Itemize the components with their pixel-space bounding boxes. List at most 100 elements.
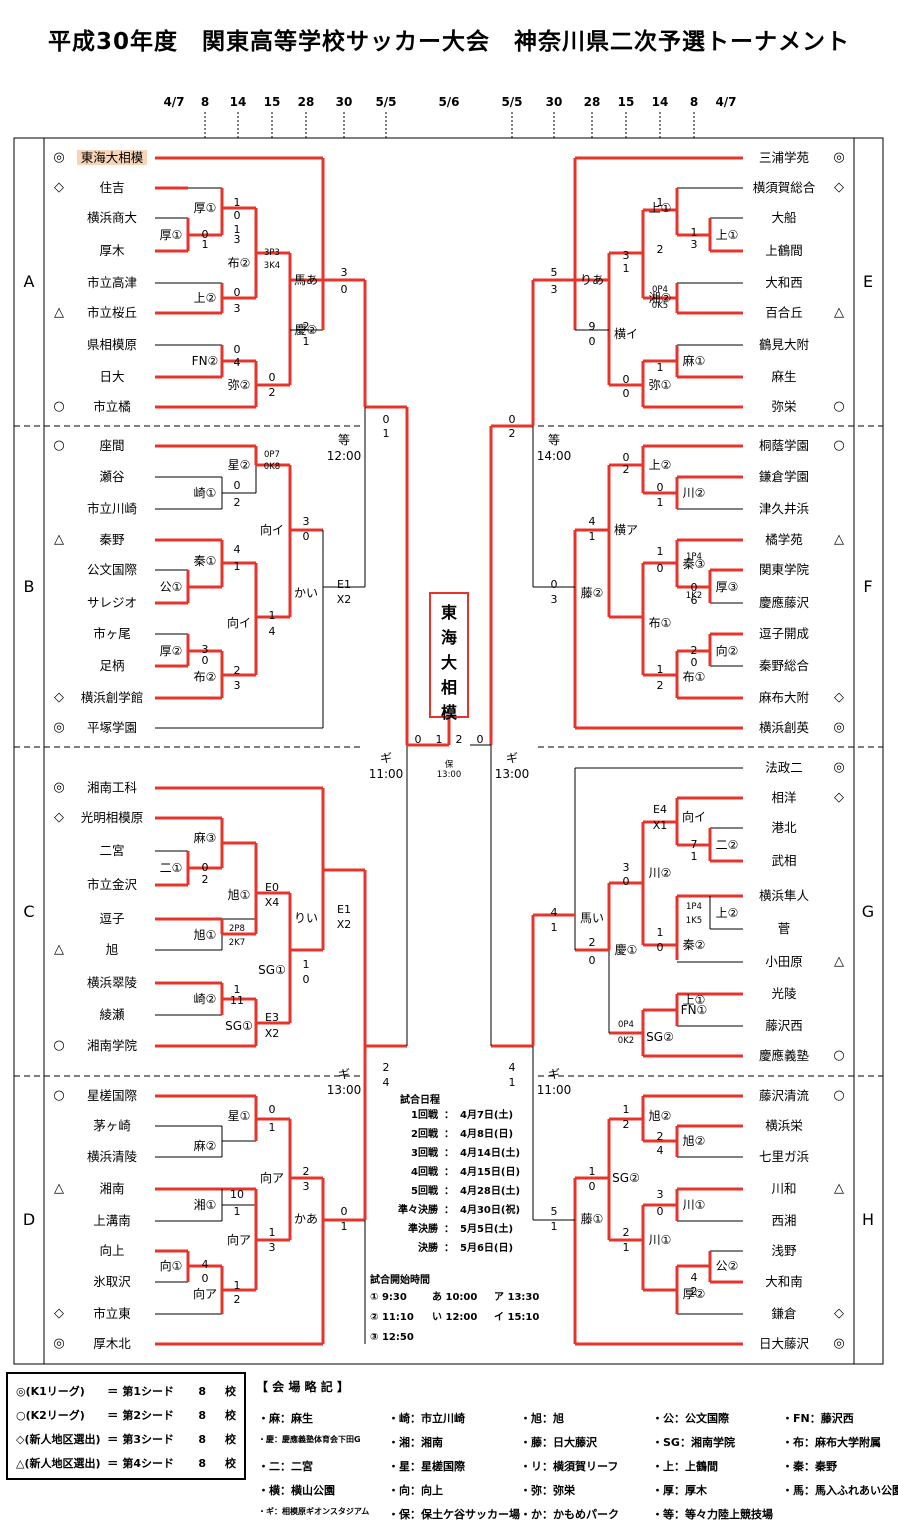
team-name: 藤沢清流 xyxy=(758,1088,809,1103)
team-name: 市ヶ尾 xyxy=(93,626,131,641)
date-1: 4/7 xyxy=(163,95,185,109)
team-name: 逗子 xyxy=(99,911,125,926)
kickoff-time: イ 15:10 xyxy=(494,1312,540,1323)
match-score: E1 xyxy=(337,578,351,591)
team-name: 厚木北 xyxy=(93,1336,131,1351)
match-score: 0 xyxy=(233,343,241,356)
legend-n: 8 xyxy=(198,1457,207,1470)
venue-code: 弥② xyxy=(227,378,251,392)
match-score: 1 xyxy=(690,226,698,239)
venue-code: SG② xyxy=(612,1171,640,1185)
venue-code: ギ 11:00 xyxy=(536,1067,572,1097)
match-score: 0P4 xyxy=(618,1020,634,1030)
seed-mark: △ xyxy=(54,305,64,320)
venue-entry: ・か：かもめパーク xyxy=(520,1508,619,1521)
venue-code: 向ア xyxy=(226,1233,251,1247)
venue-code: 旭① xyxy=(193,928,217,942)
venue-code: 秦③ xyxy=(682,557,706,571)
venue-entry: ・慶：慶應義塾体育会下田G xyxy=(258,1435,361,1444)
legend-e: ＝ xyxy=(107,1433,119,1446)
schedule-row: 準決勝：5月5日(土) xyxy=(394,1220,554,1239)
match-score: 1K2 xyxy=(685,591,703,601)
round-date: 4月28日(土) xyxy=(460,1186,521,1197)
team-name: 県相模原 xyxy=(86,337,137,352)
team-name: 慶應藤沢 xyxy=(758,595,809,610)
team-name: 相洋 xyxy=(771,790,797,805)
team-name: 橘学苑 xyxy=(765,532,803,547)
block-F: F xyxy=(863,577,873,596)
date-9: 5/5 xyxy=(501,95,523,109)
legend-v: 第3シード xyxy=(122,1433,175,1446)
block-D: D xyxy=(22,1210,36,1229)
venue-code: 向イ xyxy=(681,810,706,824)
kickoff-time: ③ 12:50 xyxy=(370,1332,414,1343)
venue-code: 麻③ xyxy=(193,831,217,845)
match-score: 1P4 xyxy=(686,902,702,912)
venue-code: 弥① xyxy=(648,378,672,392)
match-score: 1 xyxy=(233,983,241,996)
team-name: 菅 xyxy=(777,921,791,936)
round-date: 4月7日(土) xyxy=(460,1110,514,1121)
team-name: 秦野総合 xyxy=(758,658,809,673)
team-name: 大船 xyxy=(771,210,797,225)
match-score: 0 xyxy=(588,954,596,967)
kickoff-time xyxy=(432,1328,494,1348)
legend-k: ○(K2リーグ) xyxy=(16,1409,85,1422)
venue-code: 厚① xyxy=(193,201,217,215)
match-score: 2 xyxy=(233,664,241,677)
match-score: 0 xyxy=(233,286,241,299)
team-name: 横浜翠陵 xyxy=(86,975,137,990)
match-score: 1 xyxy=(340,1220,348,1233)
match-score: 4 xyxy=(690,1271,698,1284)
match-score: 1 xyxy=(656,663,664,676)
match-score: 2 xyxy=(656,243,664,256)
match-score: 0K5 xyxy=(651,301,669,311)
legend-u: 校 xyxy=(225,1457,236,1470)
block-E: E xyxy=(862,272,874,291)
legend-e: ＝ xyxy=(107,1409,119,1422)
venue-code: 公② xyxy=(715,1259,739,1273)
team-name: 光明相模原 xyxy=(80,810,144,825)
colon: ： xyxy=(444,1148,454,1159)
match-score: 3 xyxy=(622,249,630,262)
seed-mark: △ xyxy=(834,305,844,320)
colon: ： xyxy=(444,1129,454,1140)
match-score: 3 xyxy=(656,1188,664,1201)
venue-code: 厚② xyxy=(682,1287,706,1301)
match-score: 4 xyxy=(382,1076,390,1089)
team-name: 座間 xyxy=(99,438,125,453)
date-11: 28 xyxy=(583,95,601,109)
match-score: 1 xyxy=(233,1279,241,1292)
bracket-frame xyxy=(13,137,884,1365)
match-score: X1 xyxy=(652,819,668,832)
venue-code: 星② xyxy=(227,458,251,472)
date-12: 15 xyxy=(617,95,635,109)
date-10: 30 xyxy=(545,95,563,109)
venue-code: SG① xyxy=(258,963,286,977)
match-score: 2 xyxy=(656,679,664,692)
team-name: 光陵 xyxy=(771,986,797,1001)
seed-mark: ◇ xyxy=(834,690,844,705)
match-score: 4 xyxy=(508,1061,516,1074)
match-score: 0 xyxy=(233,209,241,222)
match-score: 11 xyxy=(230,994,244,1007)
champion-char: 大 xyxy=(440,653,457,672)
block-B: B xyxy=(23,577,35,596)
round-name: 3回戦 xyxy=(411,1148,438,1159)
venue-title: 【 会 場 略 記 】 xyxy=(256,1380,349,1394)
venue-entry: ・等：等々力陸上競技場 xyxy=(652,1508,773,1521)
venue-code: 旭② xyxy=(682,1134,706,1148)
venue-code: 麻① xyxy=(682,354,706,368)
venue-entry: ・保：保土ケ谷サッカー場 xyxy=(388,1508,520,1521)
seed-mark: ◇ xyxy=(834,180,844,195)
match-score: 0 xyxy=(201,1272,209,1285)
seed-mark: ○ xyxy=(833,399,845,414)
match-score: 保 13:00 xyxy=(436,760,462,780)
match-score: 1 xyxy=(656,361,664,374)
venue-code: 馬い xyxy=(579,911,604,925)
match-score: 2 xyxy=(588,936,596,949)
team-name: 百合丘 xyxy=(765,305,803,320)
